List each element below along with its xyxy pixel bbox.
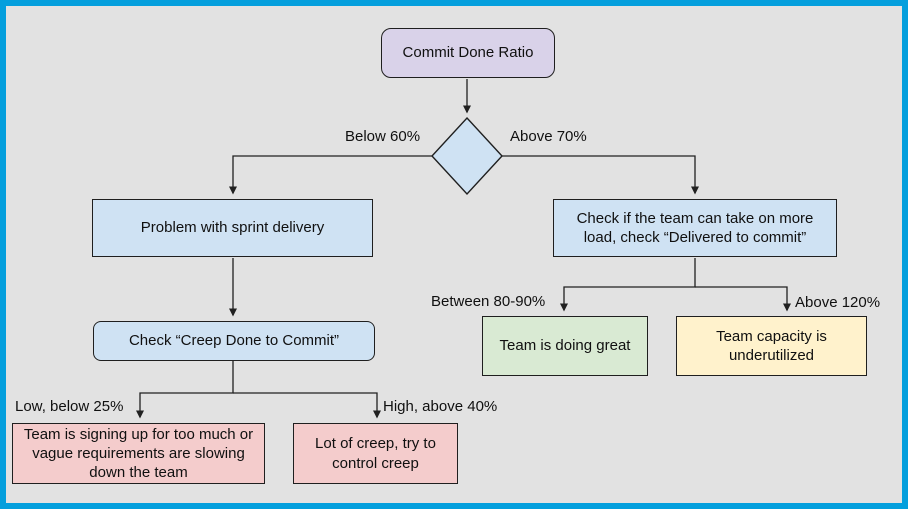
edge-label-below-60: Below 60% (345, 128, 421, 145)
node-team-doing-great: Team is doing great (482, 316, 648, 376)
node-signing-up-too-much: Team is signing up for too much or vague… (12, 423, 265, 484)
edge-label-above-120: Above 120% (795, 294, 881, 311)
edge-label-high-above-40: High, above 40% (383, 398, 498, 415)
node-check-creep-done-to-commit: Check “Creep Done to Commit” (93, 321, 375, 361)
node-check-more-load-label: Check if the team can take on more load,… (576, 209, 814, 246)
node-capacity-underutilized-label: Team capacity is underutilized (716, 327, 827, 364)
edge-label-between-80-90: Between 80-90% (431, 293, 546, 310)
node-commit-done-ratio: Commit Done Ratio (381, 28, 555, 78)
edge-label-low-below-25: Low, below 25% (15, 398, 124, 415)
node-problem-sprint-delivery-label: Problem with sprint delivery (140, 219, 325, 237)
node-team-doing-great-label: Team is doing great (499, 337, 631, 355)
edge-label-above-70: Above 70% (510, 128, 587, 145)
node-check-creep-done-to-commit-label: Check “Creep Done to Commit” (128, 332, 340, 350)
node-problem-sprint-delivery: Problem with sprint delivery (92, 199, 373, 257)
node-commit-done-ratio-label: Commit Done Ratio (402, 44, 534, 62)
node-lot-of-creep-label: Lot of creep, try to control creep (315, 435, 436, 472)
node-signing-up-too-much-label: Team is signing up for too much or vague… (23, 425, 254, 482)
node-capacity-underutilized: Team capacity is underutilized (676, 316, 867, 376)
node-check-more-load: Check if the team can take on more load,… (553, 199, 837, 257)
node-lot-of-creep: Lot of creep, try to control creep (293, 423, 458, 484)
